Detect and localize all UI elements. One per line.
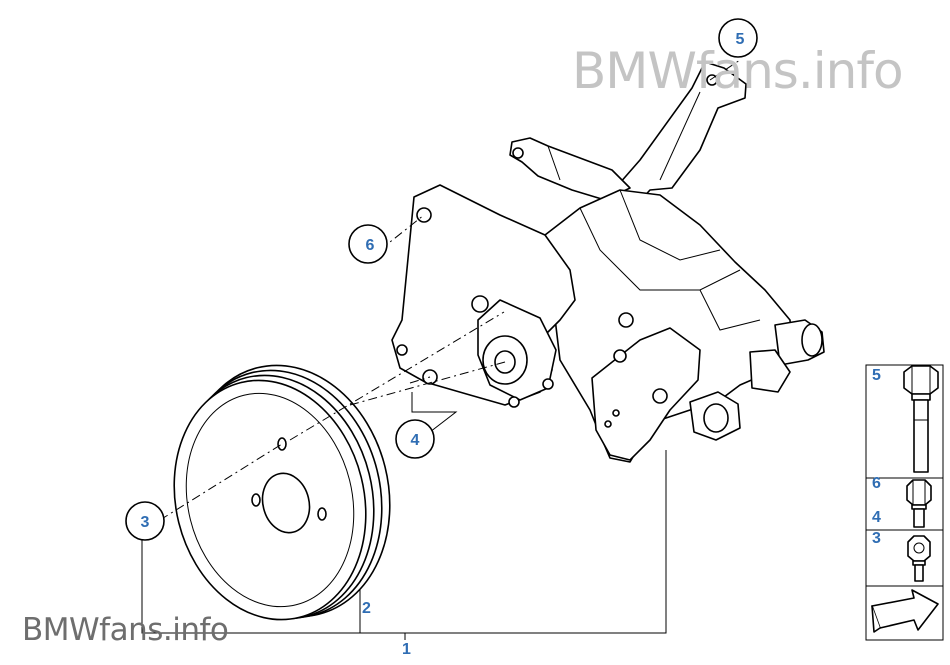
long-hex-bolt-icon xyxy=(903,365,939,473)
callout-4[interactable]: 4 xyxy=(395,419,435,459)
leader-lines xyxy=(141,392,667,640)
callout-4-number: 4 xyxy=(411,432,420,449)
belt-pulley xyxy=(173,364,391,621)
callout-6-number: 6 xyxy=(366,237,375,254)
short-hex-bolt-icon xyxy=(906,479,932,528)
callout-3[interactable]: 3 xyxy=(125,501,165,541)
assembly-axis-lines xyxy=(159,59,741,521)
panel-number-3[interactable]: 3 xyxy=(872,530,881,547)
panel-number-4[interactable]: 4 xyxy=(872,509,881,526)
fastener-panel: 5 6 4 3 xyxy=(865,364,944,641)
panel-number-5[interactable]: 5 xyxy=(872,367,881,384)
part-label-1[interactable]: 1 xyxy=(402,641,411,658)
watermark-top-brand: BMWfans xyxy=(572,42,799,100)
callout-6[interactable]: 6 xyxy=(348,224,388,264)
power-steering-pump-body xyxy=(540,189,825,463)
torx-bolt-icon xyxy=(907,535,931,582)
pump-front-flange xyxy=(391,184,576,408)
panel-number-6[interactable]: 6 xyxy=(872,475,881,492)
callout-5[interactable]: 5 xyxy=(718,18,758,58)
mounting-bracket xyxy=(509,61,747,213)
watermark-top-domain: .info xyxy=(797,42,904,100)
watermark-top: BMWfans.info xyxy=(572,42,904,100)
watermark-bottom-domain: .info xyxy=(162,612,229,648)
watermark-bottom-brand: BMWfans xyxy=(22,612,163,648)
callout-5-number: 5 xyxy=(736,31,745,48)
callout-3-number: 3 xyxy=(141,514,150,531)
watermark-bottom: BMWfans.info xyxy=(22,612,229,648)
part-label-2[interactable]: 2 xyxy=(362,600,371,617)
direction-arrow-icon xyxy=(871,589,939,633)
